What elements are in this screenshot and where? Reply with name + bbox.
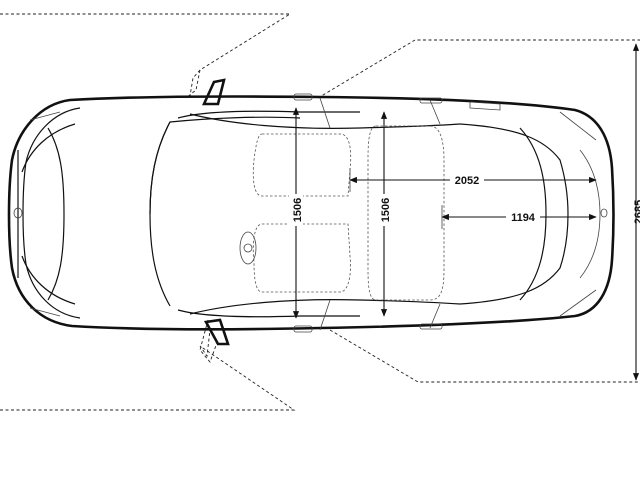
left-mirror: [201, 78, 226, 106]
dimension-lines: [292, 43, 640, 381]
dim-label-1194: 1194: [511, 212, 536, 224]
right-mirror: [203, 318, 230, 346]
dim-label-2052: 2052: [455, 175, 479, 187]
car-body: [7, 78, 615, 346]
door-swing-envelope: [0, 13, 640, 411]
steering-wheel: [239, 231, 257, 265]
dim-label-front-width: 1506: [292, 198, 304, 222]
front-badge-icon: [13, 207, 23, 219]
rear-badge-icon: [600, 208, 608, 218]
dim-label-2685: 2685: [633, 200, 640, 224]
seats: [239, 125, 445, 301]
dim-label-rear-width: 1506: [380, 198, 392, 222]
